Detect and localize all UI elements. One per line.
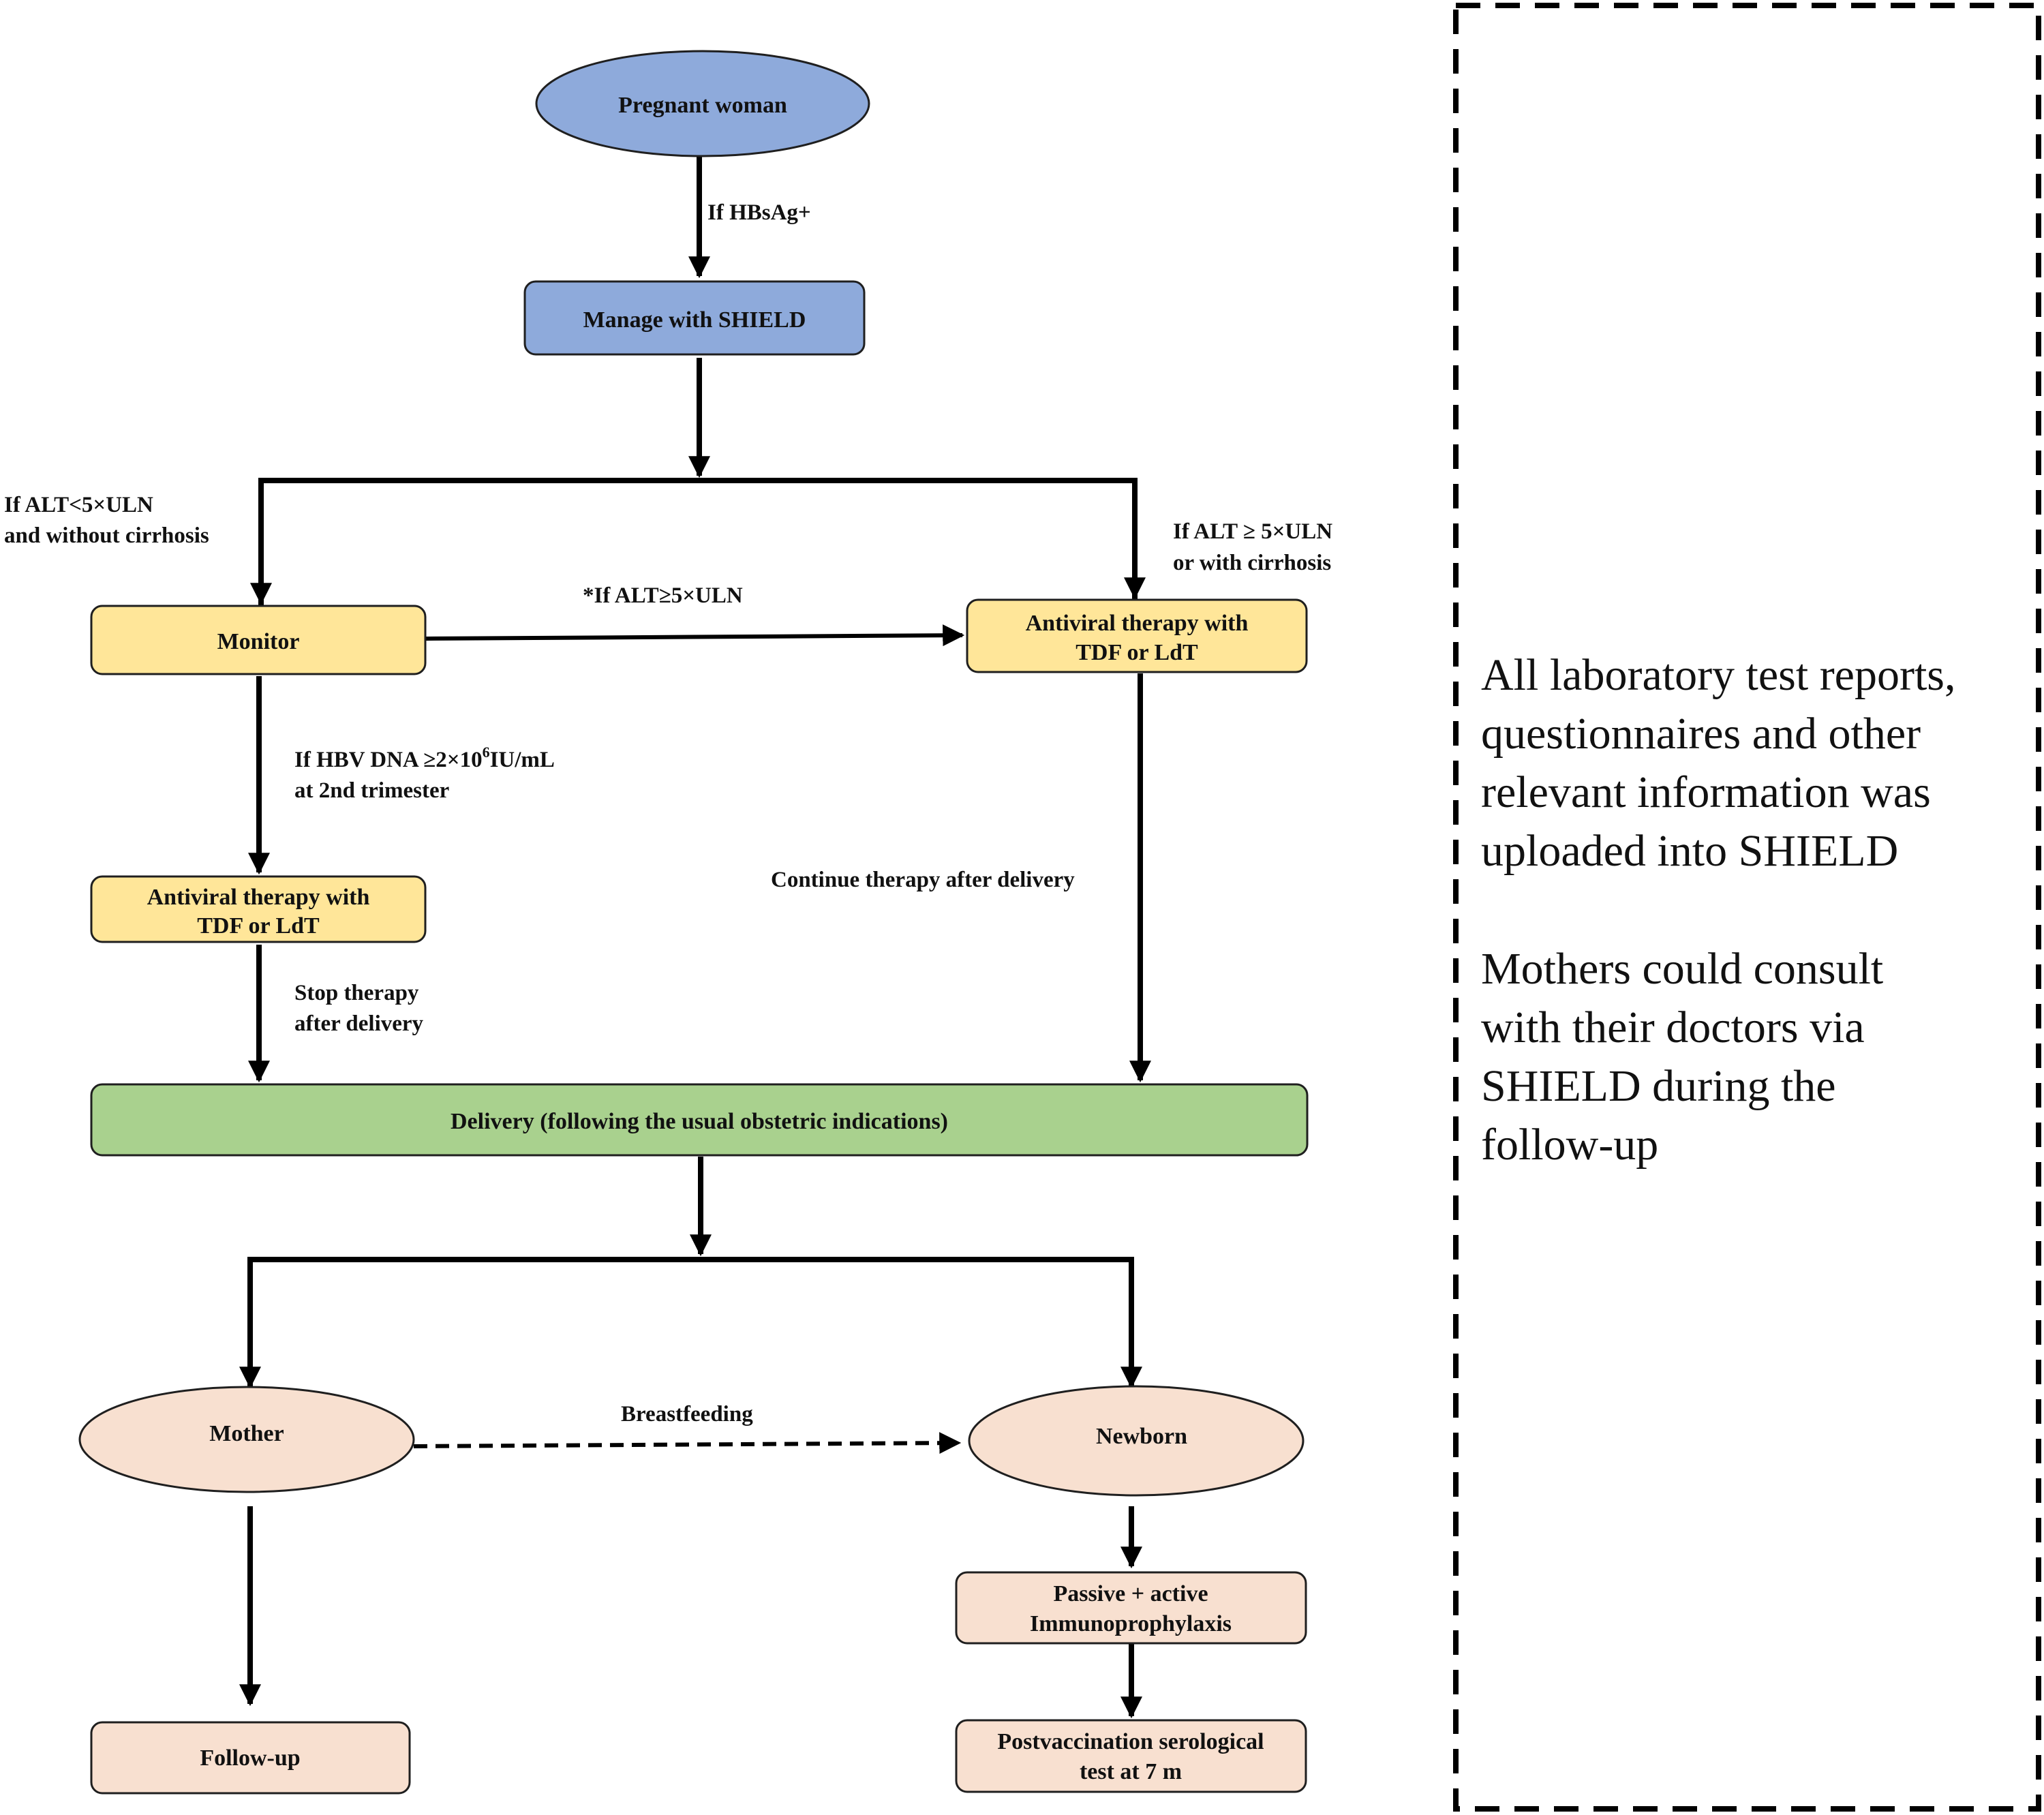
node-antiviral-left-line1: Antiviral therapy with [147,885,370,910]
node-serological-test: Postvaccination serological test at 7 m [955,1719,1307,1793]
side-paragraph1-line3: relevant information was [1481,767,1931,817]
node-delivery-label: Delivery (following the usual obstetric … [451,1109,948,1134]
node-antiviral-left: Antiviral therapy with TDF or LdT [90,875,427,943]
side-paragraph1-line2: questionnaires and other [1481,709,1921,759]
label-breastfeeding: Breastfeeding [621,1402,753,1427]
label-alt-low-line1: If ALT<5×ULN [4,493,153,517]
label-hbv-dna-line2: at 2nd trimester [294,778,449,803]
node-newborn-label: Newborn [1096,1424,1187,1449]
node-serological-test-line1: Postvaccination serological [997,1729,1264,1754]
label-alt-high-line2: or with cirrhosis [1173,551,1331,575]
node-immunoprophylaxis: Passive + active Immunoprophylaxis [955,1571,1307,1645]
node-antiviral-left-line2: TDF or LdT [197,913,320,939]
node-manage-shield-label: Manage with SHIELD [583,307,806,333]
node-pregnant-woman: Pregnant woman [535,50,870,157]
node-pregnant-woman-label: Pregnant woman [618,93,787,118]
label-alt-high-line1: If ALT ≥ 5×ULN [1173,519,1332,544]
node-antiviral-right-line2: TDF or LdT [1076,640,1198,665]
side-paragraph2-line2: with their doctors via [1481,1003,1865,1052]
label-stop-therapy-line2: after delivery [294,1011,424,1036]
label-alt-star: *If ALT≥5×ULN [583,583,743,608]
node-serological-test-line2: test at 7 m [1080,1759,1182,1784]
node-monitor: Monitor [90,605,427,675]
edge-mother-to-newborn [413,1432,962,1454]
node-mother: Mother [78,1386,415,1493]
label-stop-therapy-line1: Stop therapy [294,981,419,1005]
side-panel: All laboratory test reports, questionnai… [1453,3,2041,1812]
node-follow-up: Follow-up [90,1721,411,1795]
side-paragraph1-line1: All laboratory test reports, [1481,650,1955,700]
side-panel-border [1453,3,2041,1812]
label-hbv-dna-prefix: If HBV DNA ≥2×10 [294,748,483,772]
edge-split2-horizontal [247,1257,1134,1377]
node-mother-label: Mother [209,1421,284,1446]
node-monitor-label: Monitor [217,629,300,654]
edge-monitor-to-antiviral-right [425,624,965,647]
edge-split-horizontal [258,478,1138,605]
node-newborn: Newborn [968,1385,1305,1497]
label-hbv-dna-suffix: IU/mL [490,748,555,772]
side-paragraph2-line1: Mothers could consult [1481,944,1883,994]
node-antiviral-right-line1: Antiviral therapy with [1026,611,1249,636]
side-paragraph2-line4: follow-up [1481,1120,1658,1170]
label-continue-therapy: Continue therapy after delivery [771,868,1075,892]
side-paragraph2-line3: SHIELD during the [1481,1061,1836,1111]
node-delivery: Delivery (following the usual obstetric … [90,1083,1309,1157]
node-manage-shield: Manage with SHIELD [523,280,866,356]
label-alt-low-line2: and without cirrhosis [4,523,209,548]
side-paragraph1-line4: uploaded into SHIELD [1481,826,1898,876]
connectors [239,157,1151,1719]
node-immunoprophylaxis-line1: Passive + active [1053,1581,1208,1606]
label-if-hbsag: If HBsAg+ [707,200,811,225]
node-antiviral-right: Antiviral therapy with TDF or LdT [966,598,1308,673]
label-hbv-dna-line1: If HBV DNA ≥2×106IU/mL [294,744,555,772]
node-immunoprophylaxis-line2: Immunoprophylaxis [1030,1611,1232,1636]
node-follow-up-label: Follow-up [200,1745,300,1771]
label-hbv-dna-sup: 6 [483,744,490,761]
